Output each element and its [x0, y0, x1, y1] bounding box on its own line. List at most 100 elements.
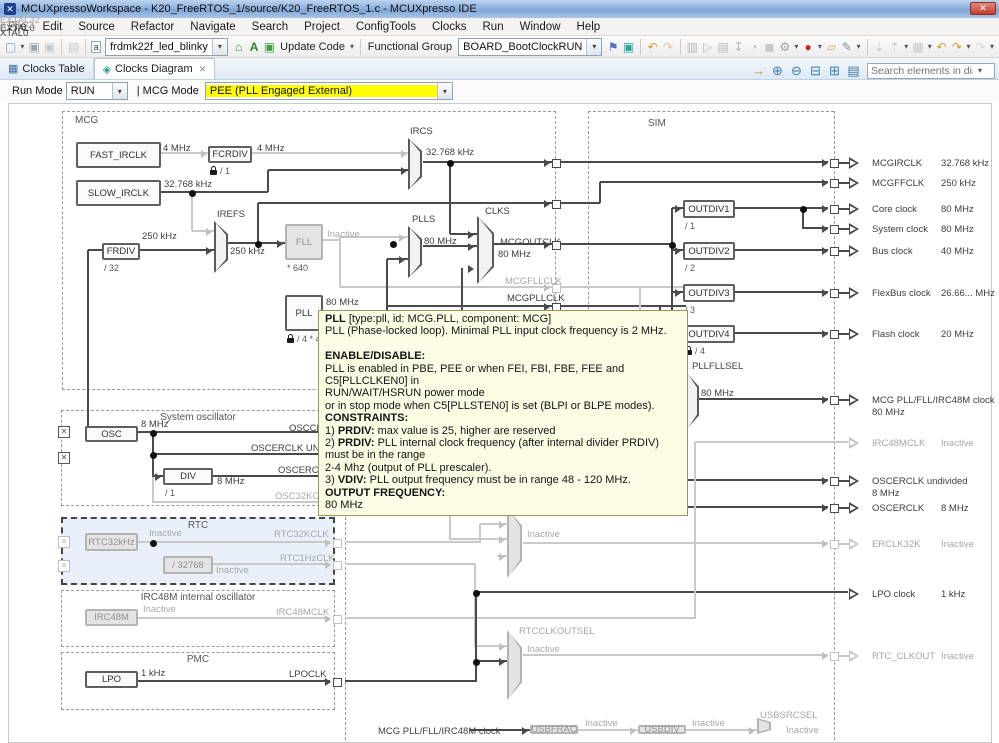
package-pin-icon[interactable]: ✕	[58, 426, 70, 438]
connector-square[interactable]	[830, 330, 839, 339]
project-combo[interactable]: frdmk22f_led_blinky▾	[105, 37, 228, 56]
next-icon[interactable]: ↷	[975, 39, 986, 54]
step-icon[interactable]: ↧	[733, 39, 744, 54]
chevron-down-icon[interactable]: ▾	[20, 42, 25, 51]
chevron-down-icon[interactable]: ▾	[904, 42, 909, 51]
connector-square[interactable]	[333, 561, 342, 570]
chevron-down-icon[interactable]: ▾	[966, 42, 971, 51]
mux-selector[interactable]	[214, 221, 228, 273]
clock-output-arrow[interactable]	[849, 328, 859, 340]
block-slowirclk[interactable]: SLOW_IRCLK	[76, 180, 161, 206]
block-lpo[interactable]: LPO	[85, 671, 138, 688]
open-folder-icon[interactable]: ▱	[826, 39, 837, 54]
diagram-search-box[interactable]: ▾	[867, 62, 995, 79]
close-icon[interactable]: ✕	[198, 63, 207, 74]
annotations-icon[interactable]: ⇡	[889, 39, 900, 54]
block-fastirclk[interactable]: FAST_IRCLK	[76, 142, 161, 168]
validate-icon[interactable]: A	[249, 39, 259, 54]
pins-tool-icon[interactable]: ▣	[622, 39, 635, 54]
clock-output-arrow[interactable]	[849, 223, 859, 235]
connector-square[interactable]	[830, 396, 839, 405]
clock-output-arrow[interactable]	[849, 177, 859, 189]
block-div[interactable]: DIV	[163, 468, 213, 485]
connector-square[interactable]	[830, 652, 839, 661]
debug-icon[interactable]: ▷	[703, 39, 713, 54]
mcg-mode-combo[interactable]: PEE (PLL Engaged External) ▾	[204, 82, 453, 100]
console-icon[interactable]: ▥	[686, 39, 698, 54]
mux-selector[interactable]	[507, 630, 522, 700]
package-pin-icon[interactable]: ✕	[58, 560, 70, 572]
update-code-icon[interactable]: ▣	[263, 39, 276, 54]
clock-output-arrow[interactable]	[849, 437, 859, 449]
functional-group-combo[interactable]: BOARD_BootClockRUN▾	[458, 37, 603, 56]
block-outdiv2[interactable]: OUTDIV2	[683, 242, 735, 260]
tab-clocks-table[interactable]: ▦Clocks Table	[0, 58, 94, 79]
chevron-down-icon[interactable]: ▾	[817, 42, 822, 51]
clock-output-arrow[interactable]	[849, 588, 859, 600]
menu-item-run[interactable]: Run	[482, 20, 504, 33]
block-rtc32khz[interactable]: RTC32kHz	[85, 533, 138, 551]
chevron-down-icon[interactable]: ▾	[111, 83, 127, 99]
connector-square[interactable]	[830, 477, 839, 486]
expand-all-icon[interactable]: ⊞	[829, 62, 840, 78]
connector-square[interactable]	[830, 247, 839, 256]
menu-item-configtools[interactable]: ConfigTools	[355, 20, 416, 33]
mux-selector[interactable]	[757, 718, 771, 734]
save-icon[interactable]: ▣	[28, 39, 40, 54]
collapse-all-icon[interactable]: ⊟	[810, 62, 821, 78]
block-outdiv4[interactable]: OUTDIV4	[683, 325, 735, 343]
clock-output-arrow[interactable]	[849, 287, 859, 299]
connector-square[interactable]	[552, 284, 561, 293]
chevron-down-icon[interactable]: ▾	[794, 42, 799, 51]
chevron-down-icon[interactable]: ▾	[989, 42, 994, 51]
connector-square[interactable]	[830, 289, 839, 298]
library-icon[interactable]: ▤	[717, 39, 729, 54]
connector-square[interactable]	[830, 159, 839, 168]
save-all-icon[interactable]: ▣	[43, 39, 56, 54]
connector-square[interactable]	[830, 225, 839, 234]
clock-output-arrow[interactable]	[849, 650, 859, 662]
mux-selector[interactable]	[408, 138, 422, 190]
clock-output-arrow[interactable]	[849, 502, 859, 514]
connector-square[interactable]	[333, 678, 342, 687]
edit-icon[interactable]: ✎	[841, 39, 852, 54]
menu-item-refactor[interactable]: Refactor	[130, 20, 175, 33]
package-pin-icon[interactable]: ✕	[58, 452, 70, 464]
zoom-out-icon[interactable]: ⊖	[791, 62, 802, 78]
menu-item-clocks[interactable]: Clocks	[431, 20, 467, 33]
block-frdiv[interactable]: FRDIV	[102, 243, 140, 260]
update-code-label[interactable]: Update Code	[280, 40, 345, 53]
menu-item-window[interactable]: Window	[519, 20, 561, 33]
block-fcrdiv[interactable]: FCRDIV	[208, 146, 252, 163]
functional-group-label[interactable]: Functional Group	[367, 40, 453, 53]
clock-output-arrow[interactable]	[849, 394, 859, 406]
mux-selector[interactable]	[507, 508, 522, 578]
block-fll[interactable]: FLL	[285, 224, 323, 260]
mux-selector[interactable]	[686, 372, 699, 430]
connector-square[interactable]	[552, 159, 561, 168]
chevron-down-icon[interactable]: ▾	[978, 66, 983, 75]
package-pin-icon[interactable]: ✕	[58, 536, 70, 548]
menu-item-search[interactable]: Search	[251, 20, 289, 33]
menu-item-source[interactable]: Source	[78, 20, 115, 33]
block-32768[interactable]: / 32768	[163, 556, 213, 574]
block-osc[interactable]: OSC	[85, 426, 138, 442]
connector-square[interactable]	[830, 540, 839, 549]
block-outdiv3[interactable]: OUTDIV3	[683, 284, 735, 302]
chevron-down-icon[interactable]: ▾	[927, 42, 932, 51]
connector-square[interactable]	[552, 241, 561, 250]
clock-output-arrow[interactable]	[849, 203, 859, 215]
block-usbdiv[interactable]: USBDIV	[638, 724, 686, 735]
chevron-down-icon[interactable]: ▾	[436, 83, 452, 99]
mux-selector[interactable]	[408, 226, 422, 278]
annotation-icon[interactable]: a	[91, 40, 102, 53]
chevron-down-icon[interactable]: ▾	[856, 42, 861, 51]
zoom-in-icon[interactable]: ⊕	[772, 62, 783, 78]
chevron-down-icon[interactable]: ▾	[349, 42, 354, 51]
new-wizard-icon[interactable]: ▢	[5, 39, 17, 54]
mux-selector[interactable]	[477, 216, 494, 284]
home-icon[interactable]: ⌂	[235, 39, 243, 54]
flag-icon[interactable]: ⚑	[607, 39, 619, 54]
profile-icon[interactable]: ◔	[750, 39, 758, 54]
clock-output-arrow[interactable]	[849, 157, 859, 169]
